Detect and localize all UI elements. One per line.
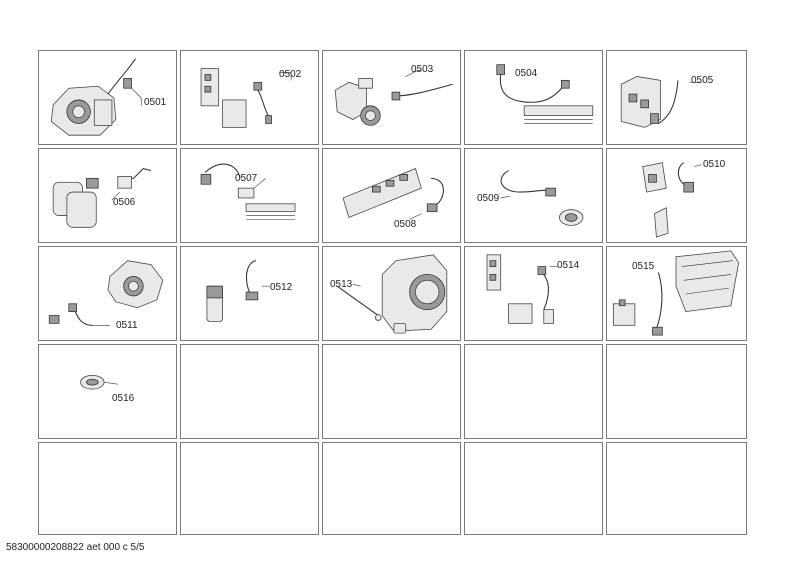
part-cell-0515[interactable]: 0515 (606, 246, 747, 341)
part-cell-empty (38, 442, 177, 535)
motor-cable-drawing (48, 260, 164, 326)
part-cell-0504[interactable]: 0504 (464, 50, 603, 145)
part-cell-0512[interactable]: 0512 (180, 246, 319, 341)
part-label: 0510 (703, 159, 726, 170)
harness-set-drawing (486, 254, 558, 324)
part-label: 0504 (515, 68, 538, 79)
part-cell-0511[interactable]: 0511 (38, 246, 177, 341)
part-cell-empty (464, 442, 603, 535)
part-label: 0506 (113, 197, 136, 208)
part-cell-0510[interactable]: 0510 (606, 148, 747, 243)
part-cell-0513[interactable]: 0513 (322, 246, 461, 341)
part-cell-empty (464, 344, 603, 439)
part-cell-empty (322, 442, 461, 535)
drum-drawing (336, 254, 448, 334)
part-label: 0503 (411, 64, 434, 75)
part-label: 0507 (235, 173, 258, 184)
circuit-board-drawing (342, 168, 444, 220)
control-module-drawing (620, 76, 702, 128)
part-label: 0502 (279, 69, 302, 80)
part-cell-0508[interactable]: 0508 (322, 148, 461, 243)
dispenser-drawing (612, 250, 740, 336)
part-label: 0505 (691, 75, 714, 86)
part-cell-0514[interactable]: 0514 (464, 246, 603, 341)
part-cell-0503[interactable]: 0503 (322, 50, 461, 145)
parts-grid: 0501 0502 0503 (38, 50, 747, 535)
document-footer: 58300000208822 aet 000 c 5/5 (6, 542, 145, 553)
ferrite-core-drawing (80, 374, 118, 390)
door-lock-drawing (642, 162, 702, 238)
sensor-drawing (200, 163, 296, 220)
cable-clip-drawing (500, 170, 584, 226)
heating-element-drawing (496, 64, 594, 124)
part-cell-empty (322, 344, 461, 439)
drain-pump-drawing (334, 70, 453, 126)
part-label: 0514 (557, 260, 580, 271)
part-label: 0513 (330, 279, 353, 290)
part-cell-0506[interactable]: 0506 (38, 148, 177, 243)
valve-drawing (52, 167, 152, 228)
motor-drawing (50, 58, 142, 136)
part-cell-0501[interactable]: 0501 (38, 50, 177, 145)
part-cell-0509[interactable]: 0509 (464, 148, 603, 243)
part-cell-empty (180, 442, 319, 535)
part-cell-0502[interactable]: 0502 (180, 50, 319, 145)
part-label: 0515 (632, 261, 655, 272)
wiring-harness-drawing (200, 68, 292, 128)
part-label: 0509 (477, 193, 500, 204)
part-cell-0516[interactable]: 0516 (38, 344, 177, 439)
part-label: 0501 (144, 97, 167, 108)
part-cell-empty (606, 442, 747, 535)
part-label: 0508 (394, 219, 417, 230)
part-cell-0505[interactable]: 0505 (606, 50, 747, 145)
filter-drawing (206, 260, 270, 322)
part-cell-empty (180, 344, 319, 439)
part-cell-empty (606, 344, 747, 439)
part-label: 0511 (116, 320, 138, 331)
part-label: 0512 (270, 282, 293, 293)
part-label: 0516 (112, 393, 135, 404)
part-cell-0507[interactable]: 0507 (180, 148, 319, 243)
